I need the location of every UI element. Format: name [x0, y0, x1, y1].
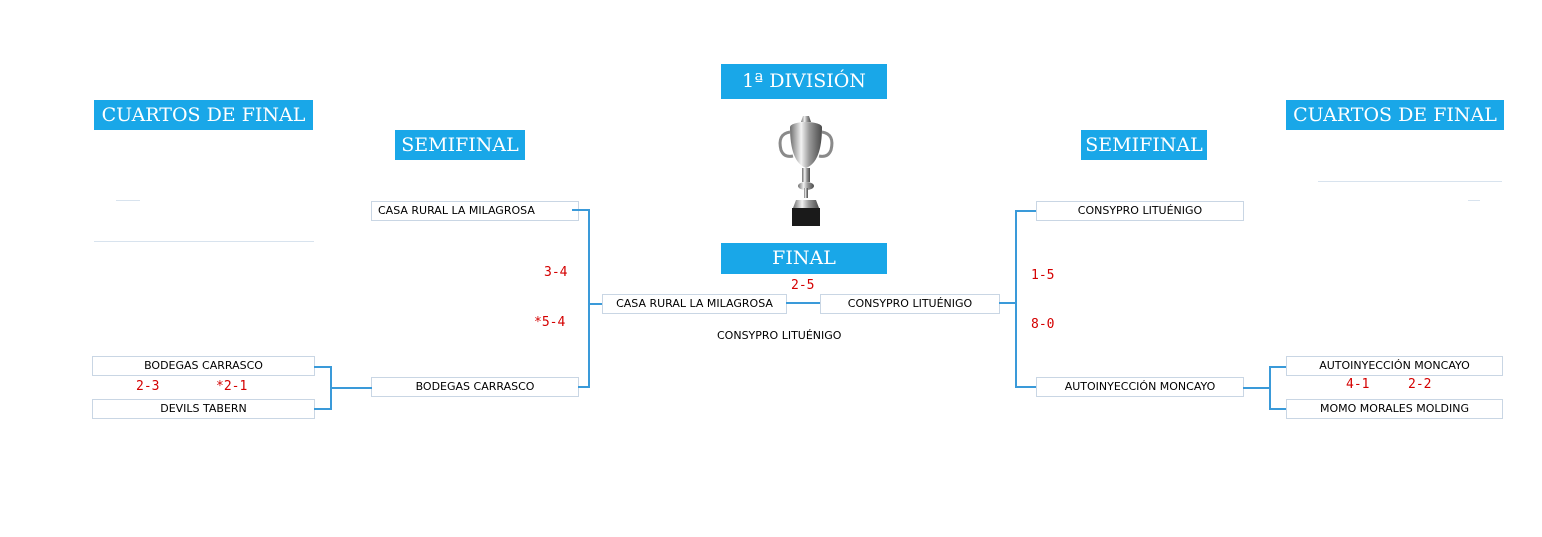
right-sf-team-bottom: AUTOINYECCIÓN MONCAYO	[1036, 377, 1244, 397]
connector-line	[786, 302, 820, 304]
division-title: 1ª DIVISIÓN	[721, 64, 887, 99]
left-semifinal-header: SEMIFINAL	[395, 130, 525, 160]
left-quarterfinal-header: CUARTOS DE FINAL	[94, 100, 313, 130]
right-sf-score-2: 8-0	[1031, 317, 1055, 332]
connector-line	[330, 387, 372, 389]
placeholder-line	[1318, 181, 1502, 182]
right-quarterfinal-header: CUARTOS DE FINAL	[1286, 100, 1504, 130]
left-qf-team-b: DEVILS TABERN	[92, 399, 315, 419]
final-score: 2-5	[791, 278, 815, 293]
connector-line	[1015, 210, 1017, 388]
connector-line	[578, 386, 589, 388]
connector-line	[1016, 210, 1036, 212]
connector-line	[1243, 387, 1270, 389]
connector-line	[1270, 408, 1286, 410]
left-sf-score-2: *5-4	[534, 315, 566, 330]
final-champion: CONSYPRO LITUÉNIGO	[717, 329, 842, 342]
final-header: FINAL	[721, 243, 887, 274]
connector-line	[572, 209, 589, 211]
right-sf-team-top: CONSYPRO LITUÉNIGO	[1036, 201, 1244, 221]
right-qf-score-1: 4-1	[1346, 377, 1370, 392]
left-sf-team-bottom: BODEGAS CARRASCO	[371, 377, 579, 397]
right-qf-team-b: MOMO MORALES MOLDING	[1286, 399, 1503, 419]
connector-line	[1016, 386, 1036, 388]
placeholder-line	[1468, 200, 1480, 201]
connector-line	[314, 408, 331, 410]
final-team-left: CASA RURAL LA MILAGROSA	[602, 294, 787, 314]
left-sf-score-1: 3-4	[544, 265, 568, 280]
connector-line	[590, 303, 602, 305]
final-team-right: CONSYPRO LITUÉNIGO	[820, 294, 1000, 314]
left-qf-team-a: BODEGAS CARRASCO	[92, 356, 315, 376]
placeholder-line	[94, 241, 314, 242]
trophy-icon	[778, 116, 834, 226]
right-semifinal-header: SEMIFINAL	[1081, 130, 1207, 160]
placeholder-line	[116, 200, 140, 201]
connector-line	[314, 366, 331, 368]
right-qf-team-a: AUTOINYECCIÓN MONCAYO	[1286, 356, 1503, 376]
left-qf-score-2: *2-1	[216, 379, 248, 394]
right-sf-score-1: 1-5	[1031, 268, 1055, 283]
connector-line	[1270, 366, 1286, 368]
connector-line	[1269, 366, 1271, 410]
left-qf-score-1: 2-3	[136, 379, 160, 394]
left-sf-team-top: CASA RURAL LA MILAGROSA	[371, 201, 579, 221]
connector-line	[588, 209, 590, 388]
connector-line	[999, 302, 1015, 304]
right-qf-score-2: 2-2	[1408, 377, 1432, 392]
